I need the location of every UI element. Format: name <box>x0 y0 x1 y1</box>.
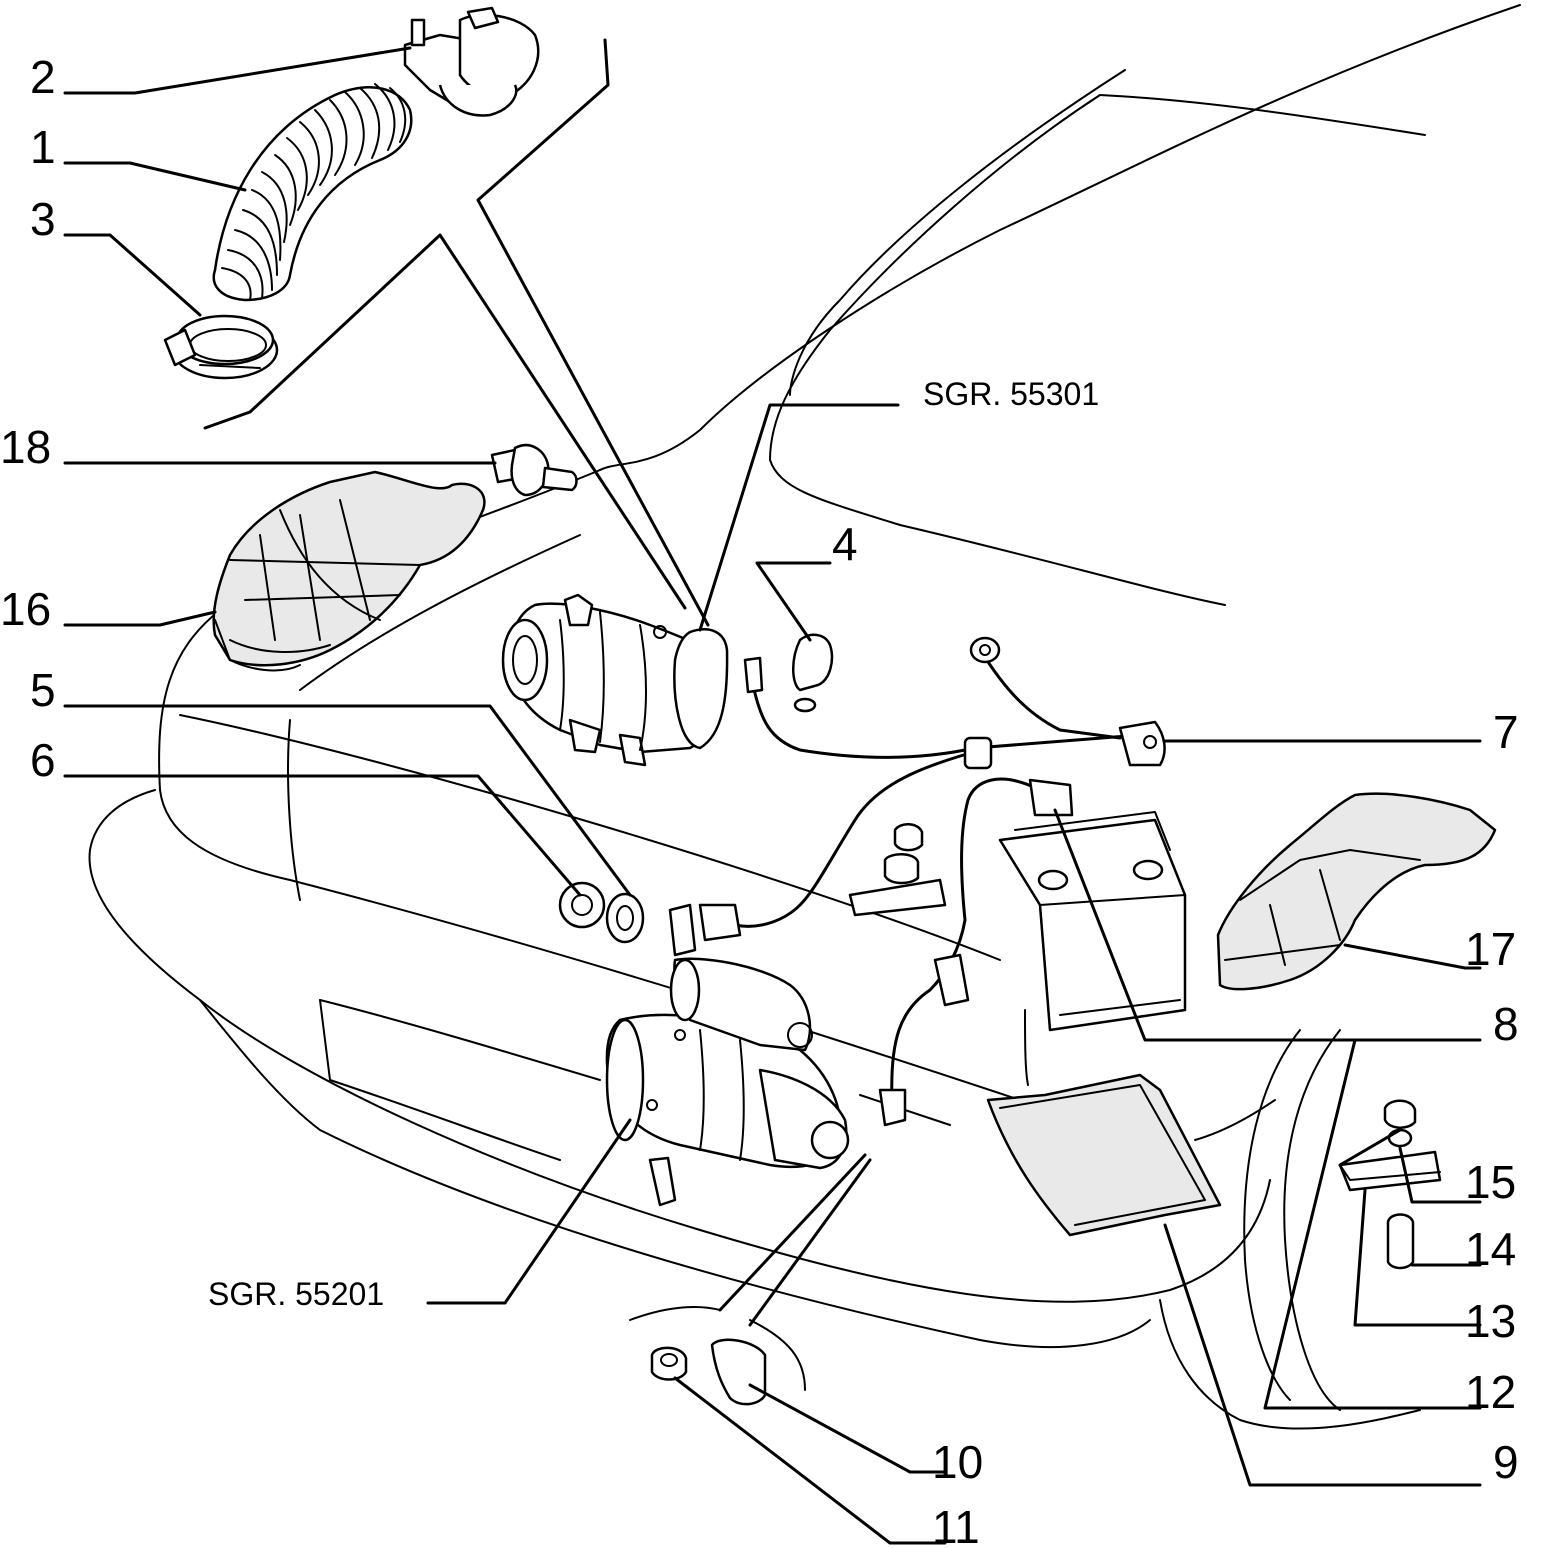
callout-9: 9 <box>1493 1436 1519 1488</box>
callout-14: 14 <box>1465 1223 1516 1275</box>
part-11-nut <box>650 1346 688 1381</box>
part-6-nut <box>558 881 606 929</box>
part-17-heat-shield <box>1216 792 1497 991</box>
callout-15: 15 <box>1465 1156 1516 1208</box>
callout-16: 16 <box>0 583 51 635</box>
part-14-washer <box>1387 1128 1413 1148</box>
callout-13: 13 <box>1465 1295 1516 1347</box>
group-references: SGR. 55301 SGR. 55201 <box>208 376 1099 1312</box>
part-3-hose-clamp <box>163 314 279 380</box>
callout-3: 3 <box>30 193 56 245</box>
callout-10: 10 <box>932 1436 983 1488</box>
callout-numbers: 2 1 3 18 16 5 6 4 7 17 8 15 14 13 12 9 1… <box>0 51 1519 1548</box>
part-7-cable-harness <box>668 636 1166 957</box>
callout-12: 12 <box>1465 1366 1516 1418</box>
battery-clamp-bracket <box>848 823 947 917</box>
callout-5: 5 <box>30 664 56 716</box>
part-4-terminal-cap <box>792 633 834 713</box>
callout-11: 11 <box>932 1501 980 1548</box>
callout-17: 17 <box>1465 923 1516 975</box>
part-18-retainer-pin <box>490 443 578 497</box>
car-body-outline <box>88 4 1521 1430</box>
part-13-spacer <box>1386 1213 1415 1270</box>
part-2-hose-clamp-upper <box>403 6 540 117</box>
callout-6: 6 <box>30 734 56 786</box>
callout-18: 18 <box>0 421 51 473</box>
part-15-nut <box>1383 1099 1417 1129</box>
callout-8: 8 <box>1493 998 1519 1050</box>
part-9-battery-tray <box>986 1073 1222 1237</box>
part-5-washer <box>605 892 645 944</box>
part-1-corrugated-hose <box>212 83 413 302</box>
callout-4: 4 <box>832 518 858 570</box>
part-10-terminal-cover <box>710 1338 767 1406</box>
reference-alternator: SGR. 55301 <box>923 376 1099 412</box>
part-16-heat-shield <box>212 470 486 672</box>
part-8-battery <box>998 811 1187 1032</box>
callout-7: 7 <box>1493 706 1519 758</box>
callout-leader-lines <box>63 46 1482 1545</box>
callout-2: 2 <box>30 51 56 103</box>
callout-1: 1 <box>30 121 56 173</box>
group-leader-lines <box>203 38 900 1327</box>
starter-motor-assembly <box>605 957 850 1207</box>
alternator-assembly <box>501 593 729 767</box>
battery-cable <box>878 777 1074 1127</box>
reference-starter: SGR. 55201 <box>208 1276 384 1312</box>
